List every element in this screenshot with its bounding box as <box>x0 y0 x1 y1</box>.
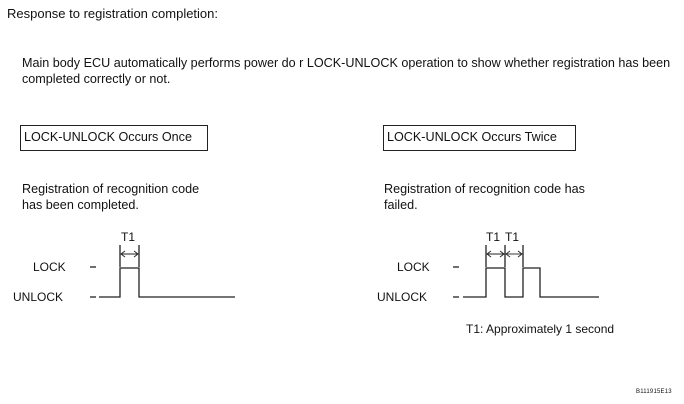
case-once-waveform <box>99 267 235 298</box>
case-twice-arrowhead-2-right <box>517 250 523 258</box>
case-twice-interval-label-1: T1 <box>486 230 501 244</box>
case-once-lock-label: LOCK <box>33 260 66 274</box>
case-once-unlock-label: UNLOCK <box>13 290 64 304</box>
case-twice-lock-label: LOCK <box>397 260 430 274</box>
section-heading: Response to registration completion: <box>7 6 219 21</box>
case-once-interval-label: T1 <box>121 230 136 244</box>
case-once-description: Registration of recognition code has bee… <box>22 182 200 212</box>
interval-note: T1: Approximately 1 second <box>466 322 615 336</box>
case-twice-waveform <box>463 267 599 298</box>
case-once-arrowhead-right <box>133 250 139 258</box>
case-twice-arrowhead-1-left <box>486 250 492 258</box>
case-once-box: LOCK-UNLOCK Occurs Once <box>20 125 208 151</box>
case-twice-arrowhead-1-right <box>499 250 505 258</box>
figure-id: B111915E13 <box>636 389 672 395</box>
intro-text: Main body ECU automatically performs pow… <box>22 56 671 86</box>
case-twice-description: Registration of recognition code has fai… <box>384 182 585 212</box>
case-twice-interval-label-2: T1 <box>505 230 520 244</box>
case-twice-box: LOCK-UNLOCK Occurs Twice <box>383 125 576 151</box>
case-once-arrowhead-left <box>120 250 126 258</box>
case-twice-unlock-label: UNLOCK <box>377 290 428 304</box>
case-twice-arrowhead-2-left <box>505 250 511 258</box>
